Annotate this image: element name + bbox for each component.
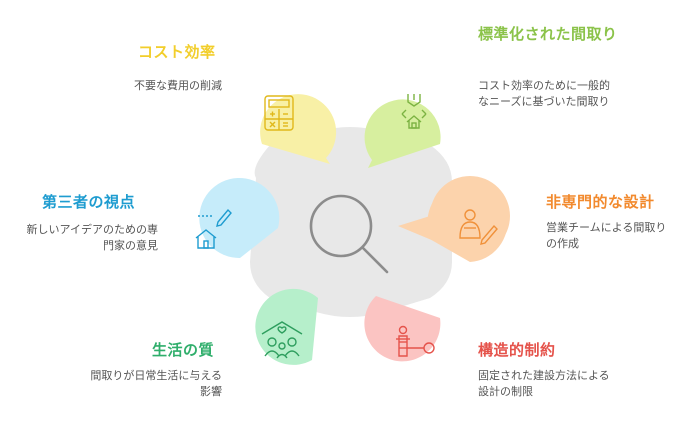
desc-nonprofessional-design: 営業チームによる間取りの作成 [546, 221, 667, 250]
petal-nonprofessional-design [398, 176, 510, 262]
sales-design-icon [459, 209, 498, 245]
constraint-icon [396, 325, 435, 357]
expert-home-icon [195, 208, 232, 249]
petal-structural-constraints [364, 296, 441, 362]
title-cost-efficiency: コスト効率 [138, 43, 216, 61]
petal-quality-of-life [255, 288, 318, 365]
desc-structural-constraints: 固定された建設方法による設計の制限 [478, 369, 610, 398]
petal-standardized-floorplan [364, 94, 441, 168]
desc-cost-efficiency: 不要な費用の削減 [134, 79, 222, 92]
title-standardized-floorplan: 標準化された間取り [478, 25, 618, 43]
title-nonprofessional-design: 非専門的な設計 [546, 193, 655, 211]
floorplan-home-icon [401, 94, 427, 129]
petal-cost-efficiency [260, 94, 337, 164]
petal-third-party-view [195, 178, 280, 259]
calculator-icon [264, 95, 294, 131]
desc-quality-of-life: 間取りが日常生活に与える影響 [90, 369, 222, 398]
title-third-party-view: 第三者の視点 [42, 193, 136, 211]
title-structural-constraints: 構造的制約 [478, 341, 556, 359]
title-quality-of-life: 生活の質 [152, 341, 215, 359]
desc-third-party-view: 新しいアイデアのための専門家の意見 [26, 223, 158, 252]
center-hexagon [250, 127, 452, 317]
desc-standardized-floorplan: コスト効率のために一般的なニーズに基づいた間取り [478, 79, 610, 108]
magnifier-icon [309, 194, 389, 274]
family-home-icon [261, 321, 303, 359]
